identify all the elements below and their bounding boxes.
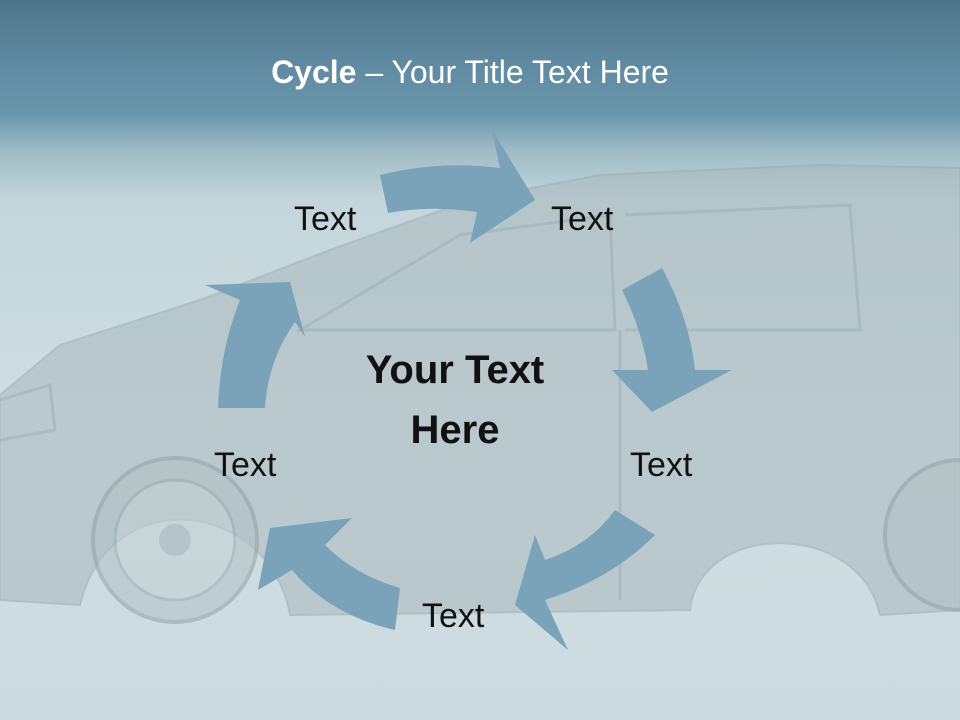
cycle-label-left: Text [214,446,277,484]
arrow-left [205,282,305,408]
title-rest: – Your Title Text Here [356,54,669,90]
arrow-top [380,130,535,243]
center-text: Your Text Here [330,340,580,460]
title-bold: Cycle [271,54,357,90]
slide-title: Cycle – Your Title Text Here [0,54,940,91]
cycle-arrows [205,130,732,650]
cycle-label-right: Text [630,446,693,484]
arrow-bottom-left [258,518,400,630]
car-wheels [91,456,960,624]
cycle-label-top-left: Text [294,200,357,238]
cycle-label-top-right: Text [551,200,614,238]
arrow-bottom-right [515,510,655,650]
cycle-label-bottom: Text [422,597,485,635]
center-text-line-2: Here [410,408,500,452]
arrow-right [612,268,732,412]
center-text-line-1: Your Text [365,348,545,392]
